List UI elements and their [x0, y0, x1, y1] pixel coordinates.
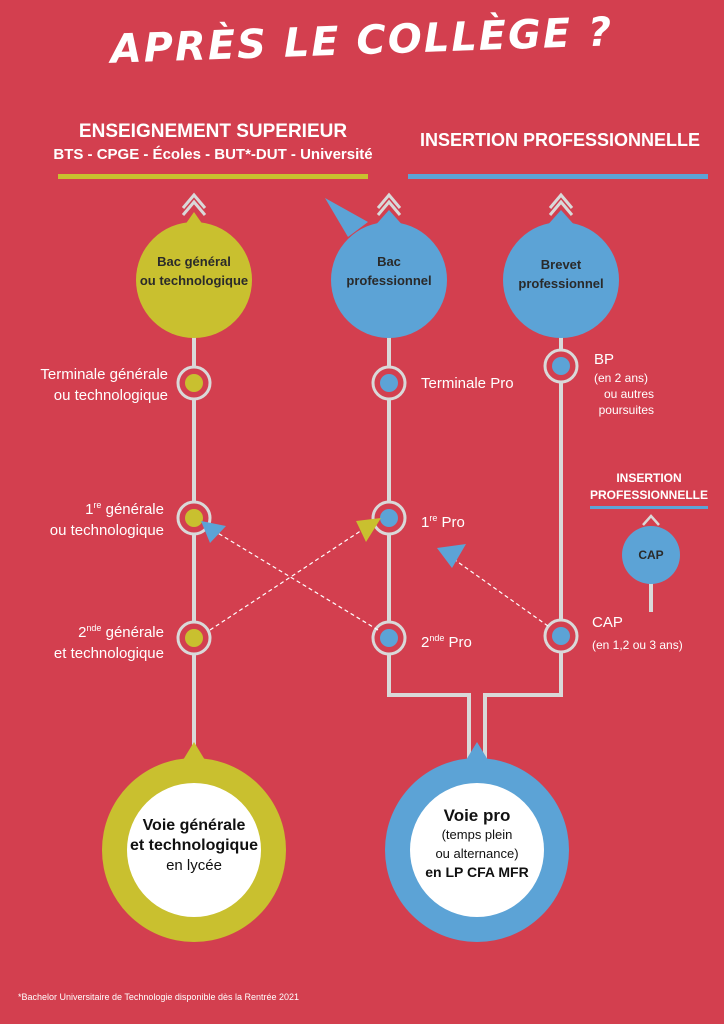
- superieur-subtitle: BTS - CPGE - Écoles - BUT*-DUT - Univers…: [53, 146, 373, 163]
- bac-general-line2: ou technologique: [139, 273, 249, 288]
- premiere-pro-label: 1re Pro: [421, 508, 465, 533]
- seconde-pro-num: 2: [421, 634, 430, 651]
- voie-generale-circle: [102, 742, 286, 942]
- terminale-pro-label: Terminale Pro: [421, 375, 514, 392]
- bac-general-bubble: [136, 212, 252, 338]
- arrow-to-1re-gen-icon: [201, 521, 226, 543]
- premiere-pro-rest: Pro: [437, 514, 465, 531]
- premiere-generale-label: 1re générale ou technologique: [10, 497, 164, 541]
- insertion-small-underline: [590, 506, 708, 509]
- bp-label: BP (en 2 ans) ou autres poursuites: [594, 349, 654, 418]
- superieur-underline: [58, 174, 368, 179]
- voie-pro-circle: [385, 742, 569, 942]
- seconde-generale-sup: nde: [86, 623, 102, 633]
- cap-dot: [552, 627, 570, 645]
- voie-pro-line3: ou alternance): [435, 846, 519, 861]
- premiere-pro-dot: [380, 509, 398, 527]
- seconde-generale-line2: et technologique: [53, 645, 164, 662]
- bp-dot: [552, 357, 570, 375]
- premiere-generale-num: 1: [85, 501, 94, 518]
- bac-pro-label: Bac professionnel: [331, 252, 447, 290]
- brevet-pro-line2: professionnel: [518, 276, 604, 291]
- bac-general-label: Bac général ou technologique: [136, 252, 252, 290]
- passerelle-2nde-pro-to-1re-gen: [215, 531, 379, 631]
- cap-small-label: CAP: [638, 548, 664, 562]
- terminale-generale-dot: [185, 374, 203, 392]
- passerelle-2nde-gen-to-1re-pro: [209, 529, 363, 631]
- bac-pro-arrow-icon: [325, 198, 368, 237]
- brevet-pro-line1: Brevet: [540, 257, 582, 272]
- voie-pro-line4: en LP CFA MFR: [425, 864, 529, 880]
- seconde-generale-rest: générale: [101, 624, 164, 641]
- cap-small-bubble: [622, 526, 680, 584]
- premiere-pro-num: 1: [421, 514, 430, 531]
- insertion-underline: [408, 174, 708, 179]
- insertion-heading: INSERTION PROFESSIONNELLE: [419, 130, 701, 150]
- seconde-generale-dot: [185, 629, 203, 647]
- cap-subtitle: (en 1,2 ou 3 ans): [592, 638, 683, 652]
- premiere-generale-rest: générale: [101, 501, 164, 518]
- bp-line1: (en 2 ans): [594, 371, 649, 385]
- premiere-pro-sup: re: [429, 513, 438, 523]
- right-track-line: [483, 320, 563, 760]
- bp-line3: poursuites: [598, 403, 654, 417]
- seconde-pro-rest: Pro: [444, 634, 472, 651]
- brevet-pro-label: Brevet professionnel: [503, 255, 619, 293]
- passerelle-cap-to-1re-pro: [454, 559, 549, 627]
- insertion-pro-line1: INSERTION: [616, 471, 682, 485]
- seconde-generale-num: 2: [78, 624, 87, 641]
- terminale-pro-dot: [380, 374, 398, 392]
- premiere-generale-dot: [185, 509, 203, 527]
- arrow-cap-to-1re-pro-icon: [437, 544, 466, 568]
- voie-generale-label: Voie générale et technologique en lycée: [124, 816, 264, 876]
- seconde-pro-dot: [380, 629, 398, 647]
- cap-label: CAP (en 1,2 ou 3 ans): [592, 612, 683, 653]
- voie-generale-line1: Voie générale: [142, 817, 246, 834]
- voie-generale-line3: en lycée: [166, 857, 222, 874]
- bp-line2: ou autres: [603, 387, 654, 401]
- bac-general-line1: Bac général: [157, 254, 231, 269]
- voie-pro-line2: (temps plein: [441, 827, 513, 842]
- bp-title: BP: [594, 351, 615, 368]
- bac-pro-line2: professionnel: [346, 273, 432, 288]
- bac-pro-bubble: [325, 198, 447, 338]
- footnote: *Bachelor Universitaire de Technologie d…: [18, 992, 300, 1002]
- voie-pro-label: Voie pro (temps plein ou alternance) en …: [407, 806, 547, 882]
- bac-pro-line1: Bac: [377, 254, 401, 269]
- voie-pro-line1: Voie pro: [443, 806, 511, 825]
- arrow-to-1re-pro-icon: [356, 518, 381, 542]
- cap-title: CAP: [592, 614, 623, 631]
- terminale-generale-line1: Terminale générale: [40, 366, 168, 383]
- seconde-generale-label: 2nde générale et technologique: [10, 618, 164, 664]
- terminale-generale-label: Terminale générale ou technologique: [10, 364, 168, 406]
- premiere-generale-line2: ou technologique: [49, 522, 164, 539]
- insertion-pro-small-heading: INSERTION PROFESSIONNELLE: [590, 470, 708, 504]
- premiere-generale-sup: re: [93, 500, 102, 510]
- terminale-generale-line2: ou technologique: [53, 387, 168, 404]
- voie-generale-line2: et technologique: [130, 837, 258, 854]
- superieur-heading: ENSEIGNEMENT SUPERIEUR: [78, 121, 348, 142]
- brevet-pro-bubble: [503, 210, 619, 338]
- seconde-pro-sup: nde: [429, 633, 445, 643]
- seconde-pro-label: 2nde Pro: [421, 628, 472, 653]
- insertion-pro-line2: PROFESSIONNELLE: [590, 488, 709, 502]
